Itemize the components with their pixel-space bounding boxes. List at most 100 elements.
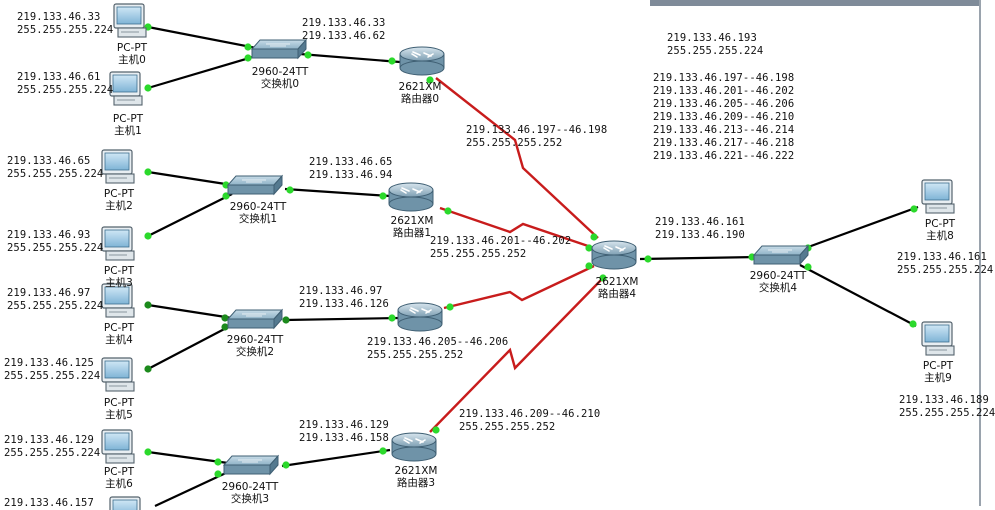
pc7-ip-note: 219.133.46.157 [4, 497, 94, 510]
r1-router-icon[interactable] [388, 182, 434, 212]
device-type: PC-PT [924, 218, 956, 230]
pc1-pc-icon[interactable] [109, 71, 143, 106]
sw4-range-note: 219.133.46.161 219.133.46.190 [655, 216, 745, 242]
device-name: 主机2 [105, 200, 133, 212]
device-model: 2960-24TT [221, 481, 279, 493]
pc2-ip-note: 219.133.46.65 255.255.255.224 [7, 155, 103, 181]
pc3-pc-icon[interactable] [101, 226, 135, 261]
device-type: PC-PT [103, 466, 135, 478]
ip-text: 219.133.46.33 [17, 11, 101, 23]
port-dot [282, 461, 290, 469]
device-model: 2621XM [398, 81, 442, 93]
device-name: 主机3 [105, 277, 133, 289]
pc0-pc-icon[interactable] [113, 3, 147, 38]
ip-text: 219.133.46.157 [4, 497, 94, 509]
pc2-pc-icon[interactable] [101, 149, 135, 184]
link-sw2-r2[interactable] [284, 316, 401, 322]
serial-r1-note: 219.133.46.201--46.202 255.255.255.252 [430, 235, 571, 261]
pc5-pc-icon[interactable] [101, 357, 135, 392]
port-dot [426, 76, 434, 84]
range-start: 219.133.46.65 [309, 156, 393, 168]
range-start: 219.133.46.97 [299, 285, 383, 297]
port-dot [599, 274, 607, 282]
link-sw3-r3[interactable] [281, 448, 391, 468]
serial-r0-r4[interactable] [435, 77, 599, 239]
port-dot [432, 426, 440, 434]
pc1-ip-note: 219.133.46.61 255.255.255.224 [17, 71, 113, 97]
sw4-switch-icon[interactable] [752, 244, 810, 266]
sw0-switch-icon[interactable] [250, 38, 308, 60]
wan-pair: 219.133.46.197--46.198 [653, 72, 795, 84]
r3-router-icon[interactable] [391, 432, 437, 462]
device-type: PC-PT [103, 322, 135, 334]
port-dot [144, 301, 152, 309]
pc7-pc-icon[interactable] [109, 496, 142, 510]
mask-text: 255.255.255.224 [7, 168, 104, 180]
port-dot [304, 51, 312, 59]
ip-text: 219.133.46.161 [897, 251, 987, 263]
link-sw0-r0[interactable] [299, 52, 401, 64]
pc6-pc-icon[interactable] [101, 429, 135, 464]
sw1-switch-icon[interactable] [226, 174, 284, 196]
device-name: 路由器1 [392, 227, 432, 239]
link-sw1-r1[interactable] [284, 187, 391, 198]
mask-text: 255.255.255.224 [899, 407, 995, 419]
link-pc3-sw1[interactable] [147, 193, 233, 237]
ip-text: 219.133.46.125 [4, 357, 94, 369]
serial-r1-r4[interactable] [439, 206, 595, 250]
sw3-switch-icon[interactable] [222, 454, 280, 476]
mask-text: 255.255.255.224 [17, 84, 114, 96]
port-dot [286, 186, 294, 194]
pc8-pc-icon[interactable] [921, 179, 955, 214]
wan-pair: 219.133.46.209--46.210 [653, 111, 795, 123]
r4-router-icon[interactable] [591, 240, 637, 270]
pc4-pc-icon[interactable] [101, 283, 135, 318]
serial-r3-r4[interactable] [429, 277, 604, 433]
link-pc4-sw2[interactable] [147, 303, 233, 320]
wan-mask: 255.255.255.224 [667, 45, 764, 57]
link-pc1-sw0[interactable] [147, 54, 257, 90]
device-model: 2621XM [390, 215, 434, 227]
link-r4-sw4[interactable] [639, 255, 759, 261]
sw2-switch-icon[interactable] [226, 308, 284, 330]
port-dot [244, 43, 252, 51]
wan-pair: 219.133.46.217--46.218 [653, 137, 795, 149]
r2-router-icon[interactable] [397, 302, 443, 332]
wan-pair: 219.133.46.201--46.202 [653, 85, 795, 97]
device-name: 路由器0 [400, 93, 440, 105]
mask-text: 255.255.255.224 [7, 300, 104, 312]
pc4-ip-note: 219.133.46.97 255.255.255.224 [7, 287, 103, 313]
r0-router-icon[interactable] [399, 46, 445, 76]
serial-r2-r4[interactable] [443, 264, 595, 310]
pc9-pc-icon[interactable] [921, 321, 955, 356]
link-sw4-pc9[interactable] [799, 264, 917, 327]
link-pc5-sw2[interactable] [147, 324, 233, 370]
link-pc2-sw1[interactable] [147, 170, 233, 187]
port-dot [379, 447, 387, 455]
router-icons [388, 46, 637, 462]
link-pc7-sw3[interactable] [154, 471, 229, 507]
link-pc0-sw0[interactable] [147, 25, 257, 50]
mask-text: 255.255.255.224 [897, 264, 994, 276]
link-sw4-pc8[interactable] [799, 205, 919, 252]
